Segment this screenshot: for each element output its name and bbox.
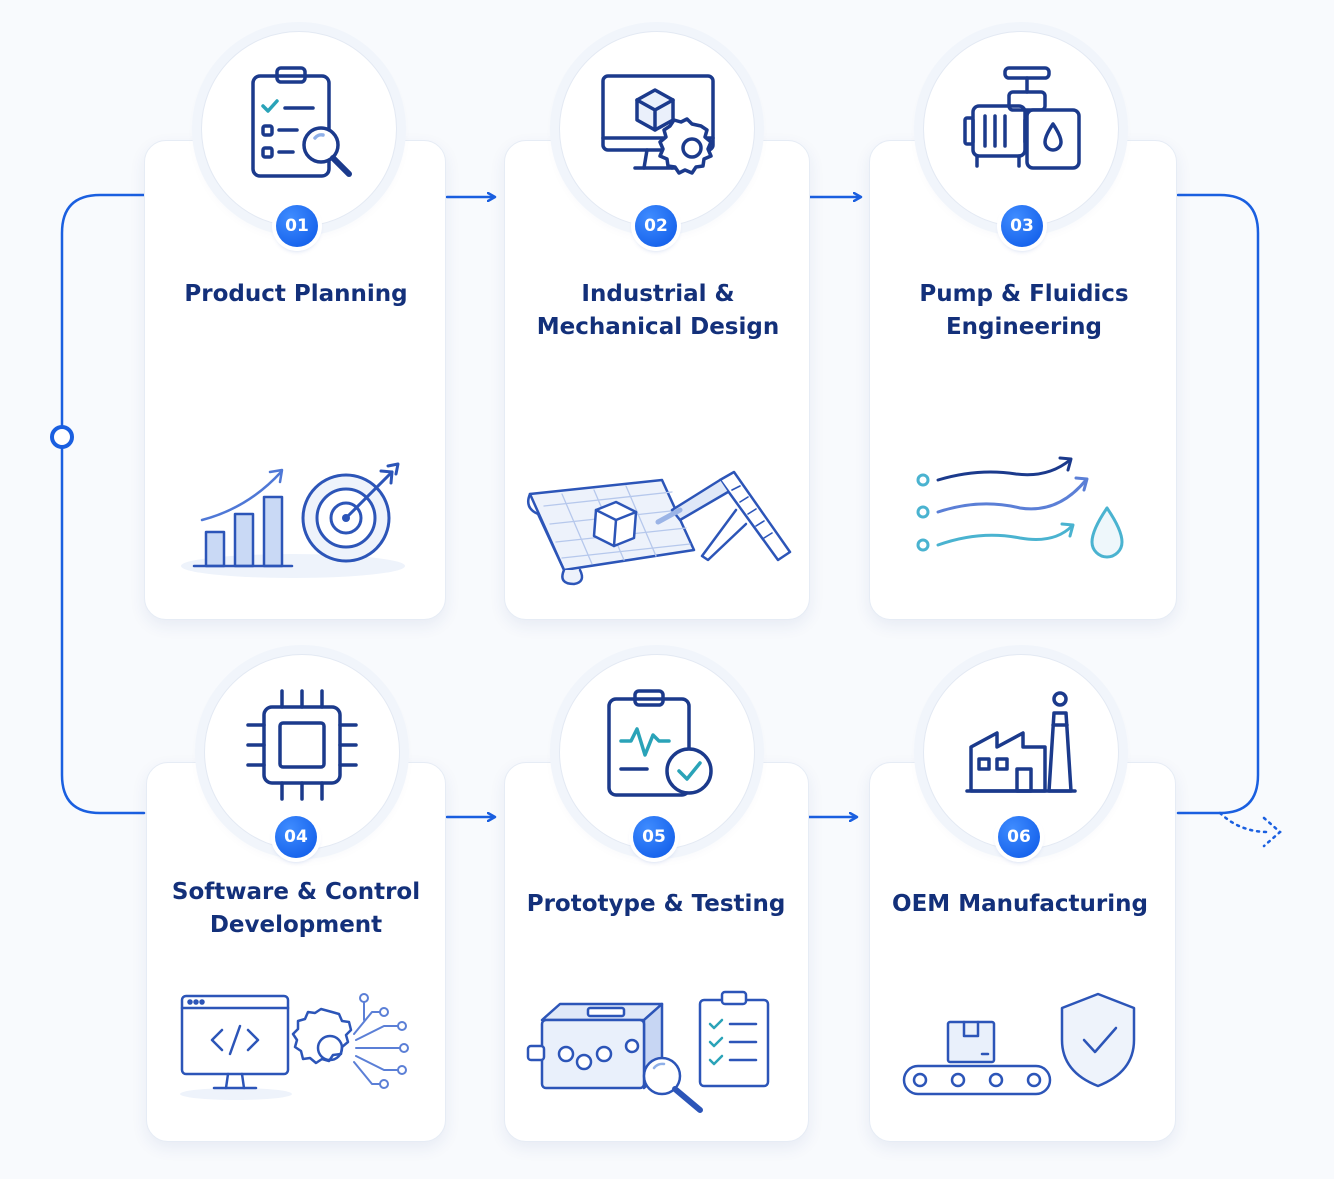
step-5-illustration bbox=[524, 986, 780, 1116]
clipboard-magnifier-icon bbox=[251, 66, 352, 178]
step-4-title: Software & Control Development bbox=[171, 879, 421, 938]
step-3-title: Pump & Fluidics Engineering bbox=[919, 281, 1129, 340]
caliper-icon bbox=[655, 470, 792, 562]
loop-right-line bbox=[1176, 193, 1260, 815]
microchip-icon bbox=[246, 689, 358, 801]
step-1-number-badge: 01 bbox=[276, 205, 318, 247]
step-4-illustration bbox=[176, 990, 416, 1102]
step-2-number-badge: 02 bbox=[635, 205, 677, 247]
water-drop-icon bbox=[1090, 506, 1124, 559]
step-6-illustration bbox=[898, 988, 1148, 1098]
step-4-number-badge: 04 bbox=[275, 816, 317, 858]
target-icon bbox=[301, 462, 400, 563]
step-6-number-badge: 06 bbox=[998, 816, 1040, 858]
step-2-illustration bbox=[522, 466, 794, 591]
factory-icon bbox=[965, 691, 1077, 793]
conveyor-box-icon bbox=[902, 1020, 1052, 1096]
exit-dotted-line bbox=[1218, 811, 1270, 834]
gear-network-icon bbox=[291, 993, 409, 1089]
blueprint-icon bbox=[527, 478, 696, 586]
magnifier-icon bbox=[642, 1056, 703, 1113]
loop-start-node bbox=[50, 425, 74, 449]
prototype-device-icon bbox=[526, 1002, 664, 1090]
pump-motor-icon bbox=[963, 66, 1081, 170]
fluid-flow-icon bbox=[916, 456, 1089, 552]
checklist-clipboard-icon bbox=[698, 990, 770, 1088]
step-1-title: Product Planning bbox=[184, 281, 408, 307]
monitor-cube-gear-icon bbox=[601, 74, 715, 175]
step-3-medallion bbox=[923, 31, 1119, 227]
step-2-medallion bbox=[559, 31, 755, 227]
code-monitor-icon bbox=[180, 994, 290, 1090]
shield-check-icon bbox=[1060, 992, 1136, 1088]
step-2-title: Industrial & Mechanical Design bbox=[536, 281, 780, 340]
loop-left-line bbox=[60, 193, 146, 815]
step-1-medallion bbox=[201, 31, 397, 227]
step-5-title: Prototype & Testing bbox=[526, 891, 786, 917]
step-1-illustration bbox=[178, 460, 408, 585]
clipboard-check-icon bbox=[607, 689, 713, 797]
exit-chevron-icon bbox=[1262, 816, 1282, 848]
bar-growth-icon bbox=[192, 468, 294, 568]
step-3-illustration bbox=[908, 450, 1138, 570]
step-6-title: OEM Manufacturing bbox=[892, 891, 1148, 917]
step-5-number-badge: 05 bbox=[633, 816, 675, 858]
step-3-number-badge: 03 bbox=[1001, 205, 1043, 247]
